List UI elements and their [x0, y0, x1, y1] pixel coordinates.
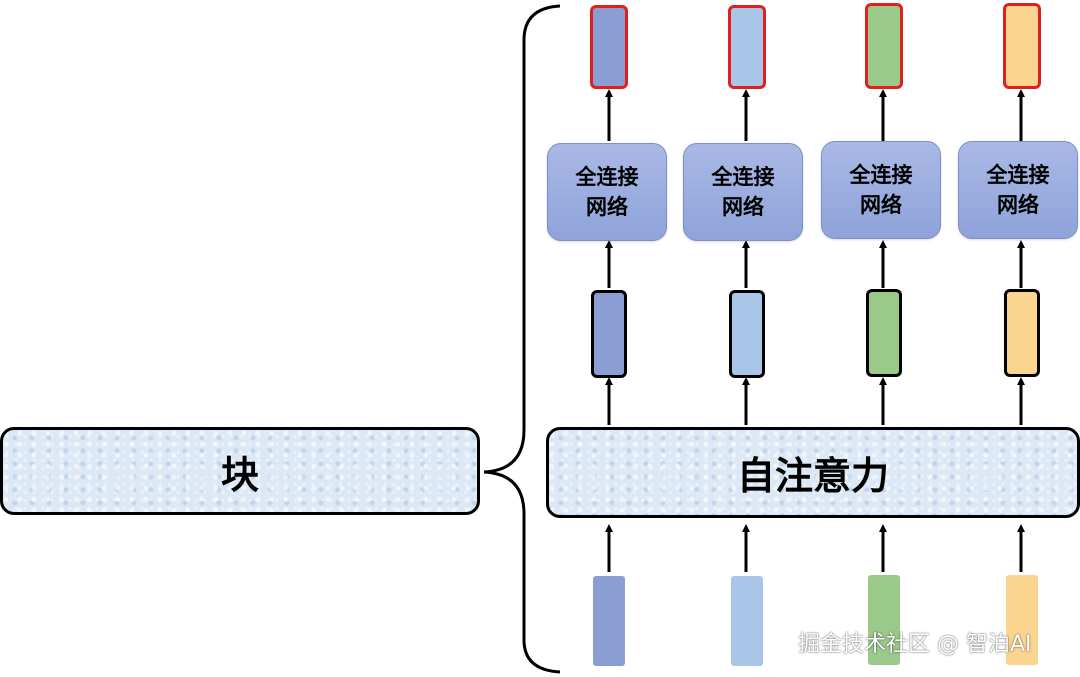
- block-label: 块: [220, 451, 259, 497]
- fc-label-line1: 全连接: [849, 162, 913, 187]
- fc-label-line2: 网络: [860, 192, 902, 217]
- input-token-1: [593, 576, 625, 666]
- self-attention-box: 自注意力: [546, 427, 1080, 518]
- fc-network-box-1: 全连接网络: [547, 143, 667, 241]
- output-token-4: [1003, 3, 1041, 89]
- fc-label-line1: 全连接: [711, 164, 775, 189]
- fc-label-line1: 全连接: [575, 164, 639, 189]
- fc-label-line2: 网络: [722, 194, 764, 219]
- hidden-token-3: [866, 289, 902, 377]
- fc-label-line1: 全连接: [986, 162, 1050, 187]
- fc-network-box-2: 全连接网络: [683, 143, 803, 241]
- fc-label-line2: 网络: [997, 192, 1039, 217]
- hidden-token-2: [729, 290, 765, 378]
- output-token-1: [590, 5, 628, 89]
- output-token-2: [728, 5, 766, 89]
- watermark-text: 掘金技术社区 @ 智泊AI: [798, 632, 1032, 657]
- output-token-3: [865, 3, 903, 89]
- input-token-2: [731, 576, 763, 666]
- input-token-3: [868, 575, 900, 665]
- input-token-4: [1006, 575, 1038, 665]
- hidden-token-1: [591, 290, 627, 378]
- arrows-group: [605, 89, 1025, 572]
- self-attention-label: 自注意力: [736, 453, 889, 498]
- hidden-token-4: [1004, 289, 1040, 377]
- fc-label-line2: 网络: [586, 194, 628, 219]
- curly-brace: [483, 4, 561, 674]
- block-box: 块: [0, 427, 480, 515]
- fc-network-box-4: 全连接网络: [958, 141, 1078, 239]
- fc-network-box-3: 全连接网络: [821, 141, 941, 239]
